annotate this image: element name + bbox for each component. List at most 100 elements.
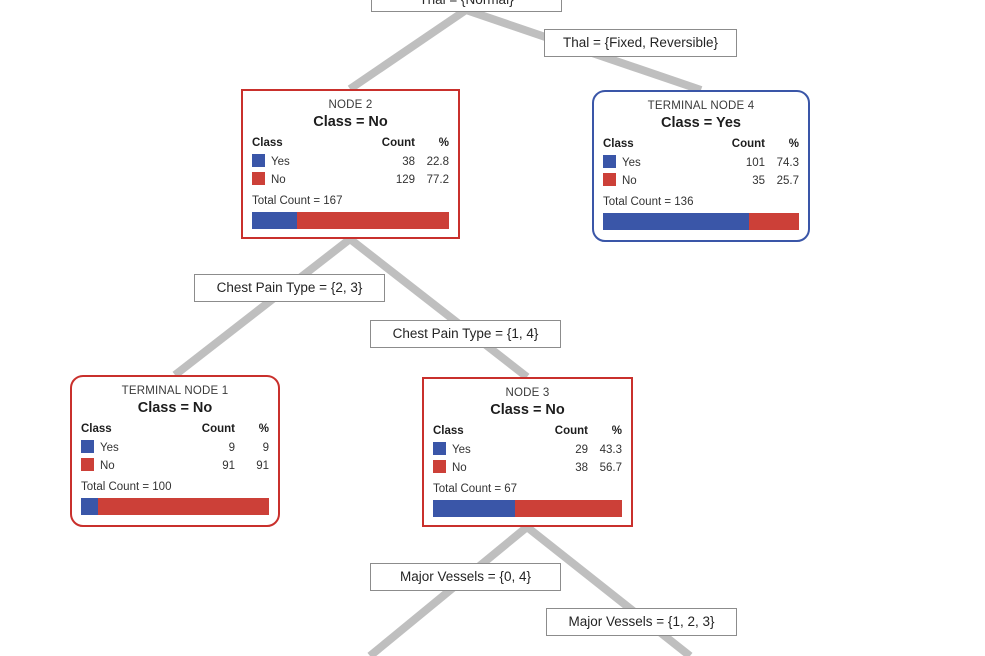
node2-class-label: Class = No — [313, 114, 388, 130]
row-class: Yes — [622, 157, 641, 169]
node3-title: NODE 3 — [505, 387, 550, 399]
table-row: No 91 91 — [81, 457, 269, 475]
node1-distribution-table: Class Count % Yes 9 9 No 91 91 — [81, 422, 269, 475]
table-header-row: Class Count % — [433, 424, 622, 441]
bar-segment-yes — [433, 500, 515, 517]
table-row: No 35 25.7 — [603, 172, 799, 190]
row-percent: 25.7 — [776, 175, 799, 187]
node4-title: TERMINAL NODE 4 — [647, 100, 755, 112]
legend-swatch-yes-icon — [433, 442, 446, 455]
row-count: 35 — [752, 175, 765, 187]
row-percent: 74.3 — [776, 157, 799, 169]
col-class: Class — [603, 138, 634, 150]
bar-segment-no — [97, 498, 269, 515]
node2-total-count: Total Count = 167 — [252, 195, 343, 207]
row-percent: 91 — [256, 460, 269, 472]
row-class: No — [452, 462, 467, 474]
legend-swatch-no-icon — [81, 458, 94, 471]
row-count: 38 — [402, 156, 415, 168]
node-node1[interactable]: TERMINAL NODE 1 Class = No Class Count %… — [70, 375, 280, 527]
row-class: No — [622, 175, 637, 187]
node-node2[interactable]: NODE 2 Class = No Class Count % Yes 38 2… — [241, 89, 460, 239]
table-row: Yes 29 43.3 — [433, 441, 622, 459]
row-class: Yes — [100, 442, 119, 454]
node-root[interactable]: Thal = {Normal} — [371, 0, 562, 12]
node1-total-count: Total Count = 100 — [81, 481, 172, 493]
row-class: No — [271, 174, 286, 186]
row-class: No — [100, 460, 115, 472]
table-row: Yes 38 22.8 — [252, 153, 449, 171]
node2-title: NODE 2 — [328, 99, 373, 111]
col-percent: % — [258, 423, 269, 435]
node4-distribution-bar — [603, 213, 799, 230]
row-count: 9 — [228, 442, 235, 454]
edge-label-node2-left[interactable]: Chest Pain Type = {2, 3} — [194, 274, 385, 302]
edge-label-node2-right[interactable]: Chest Pain Type = {1, 4} — [370, 320, 561, 348]
col-percent: % — [438, 137, 449, 149]
node3-class-label: Class = No — [490, 402, 565, 418]
edge-node3-to-right-child — [524, 523, 693, 656]
node2-distribution-bar — [252, 212, 449, 229]
legend-swatch-no-icon — [603, 173, 616, 186]
row-count: 29 — [575, 444, 588, 456]
legend-swatch-no-icon — [433, 460, 446, 473]
edge-label-text: Chest Pain Type = {1, 4} — [392, 326, 539, 341]
table-row: Yes 9 9 — [81, 439, 269, 457]
node-node4[interactable]: TERMINAL NODE 4 Class = Yes Class Count … — [592, 90, 810, 242]
table-row: Yes 101 74.3 — [603, 154, 799, 172]
row-percent: 43.3 — [599, 444, 622, 456]
node3-distribution-bar — [433, 500, 622, 517]
node4-total-count: Total Count = 136 — [603, 196, 694, 208]
edge-label-text: Major Vessels = {0, 4} — [400, 569, 531, 584]
row-class: Yes — [452, 444, 471, 456]
bar-segment-no — [296, 212, 449, 229]
node3-distribution-table: Class Count % Yes 29 43.3 No 38 56.7 — [433, 424, 622, 477]
table-row: No 38 56.7 — [433, 459, 622, 477]
bar-segment-yes — [252, 212, 297, 229]
edge-node2-to-node3 — [347, 235, 530, 381]
row-class: Yes — [271, 156, 290, 168]
edge-root-to-node2 — [347, 6, 469, 93]
node-node3[interactable]: NODE 3 Class = No Class Count % Yes 29 4… — [422, 377, 633, 527]
edge-label-node3-right[interactable]: Major Vessels = {1, 2, 3} — [546, 608, 737, 636]
col-count: Count — [201, 423, 235, 435]
table-header-row: Class Count % — [81, 422, 269, 439]
col-count: Count — [381, 137, 415, 149]
edge-label-node3-left[interactable]: Major Vessels = {0, 4} — [370, 563, 561, 591]
row-count: 101 — [745, 157, 765, 169]
bar-segment-no — [748, 213, 799, 230]
table-header-row: Class Count % — [252, 136, 449, 153]
node1-title: TERMINAL NODE 1 — [121, 385, 229, 397]
legend-swatch-yes-icon — [603, 155, 616, 168]
node3-total-count: Total Count = 67 — [433, 483, 518, 495]
legend-swatch-no-icon — [252, 172, 265, 185]
row-count: 38 — [575, 462, 588, 474]
edge-node2-to-node1 — [172, 235, 353, 379]
node-root-label: Thal = {Normal} — [419, 0, 513, 11]
edge-label-root-right[interactable]: Thal = {Fixed, Reversible} — [544, 29, 737, 57]
row-count: 91 — [222, 460, 235, 472]
node4-class-label: Class = Yes — [661, 115, 741, 131]
legend-swatch-yes-icon — [252, 154, 265, 167]
col-percent: % — [611, 425, 622, 437]
edge-node3-to-left-child — [367, 523, 530, 656]
bar-segment-yes — [81, 498, 98, 515]
node2-distribution-table: Class Count % Yes 38 22.8 No 129 77.2 — [252, 136, 449, 189]
node1-class-label: Class = No — [137, 400, 213, 416]
legend-swatch-yes-icon — [81, 440, 94, 453]
row-percent: 56.7 — [599, 462, 622, 474]
row-percent: 22.8 — [426, 156, 449, 168]
col-percent: % — [788, 138, 799, 150]
row-percent: 9 — [262, 442, 269, 454]
node4-distribution-table: Class Count % Yes 101 74.3 No 35 25.7 — [603, 137, 799, 190]
row-count: 129 — [395, 174, 415, 186]
row-percent: 77.2 — [426, 174, 449, 186]
bar-segment-no — [514, 500, 622, 517]
bar-segment-yes — [603, 213, 749, 230]
col-class: Class — [433, 425, 464, 437]
edge-label-text: Major Vessels = {1, 2, 3} — [568, 614, 715, 629]
edge-label-text: Thal = {Fixed, Reversible} — [563, 35, 718, 50]
col-class: Class — [252, 137, 283, 149]
